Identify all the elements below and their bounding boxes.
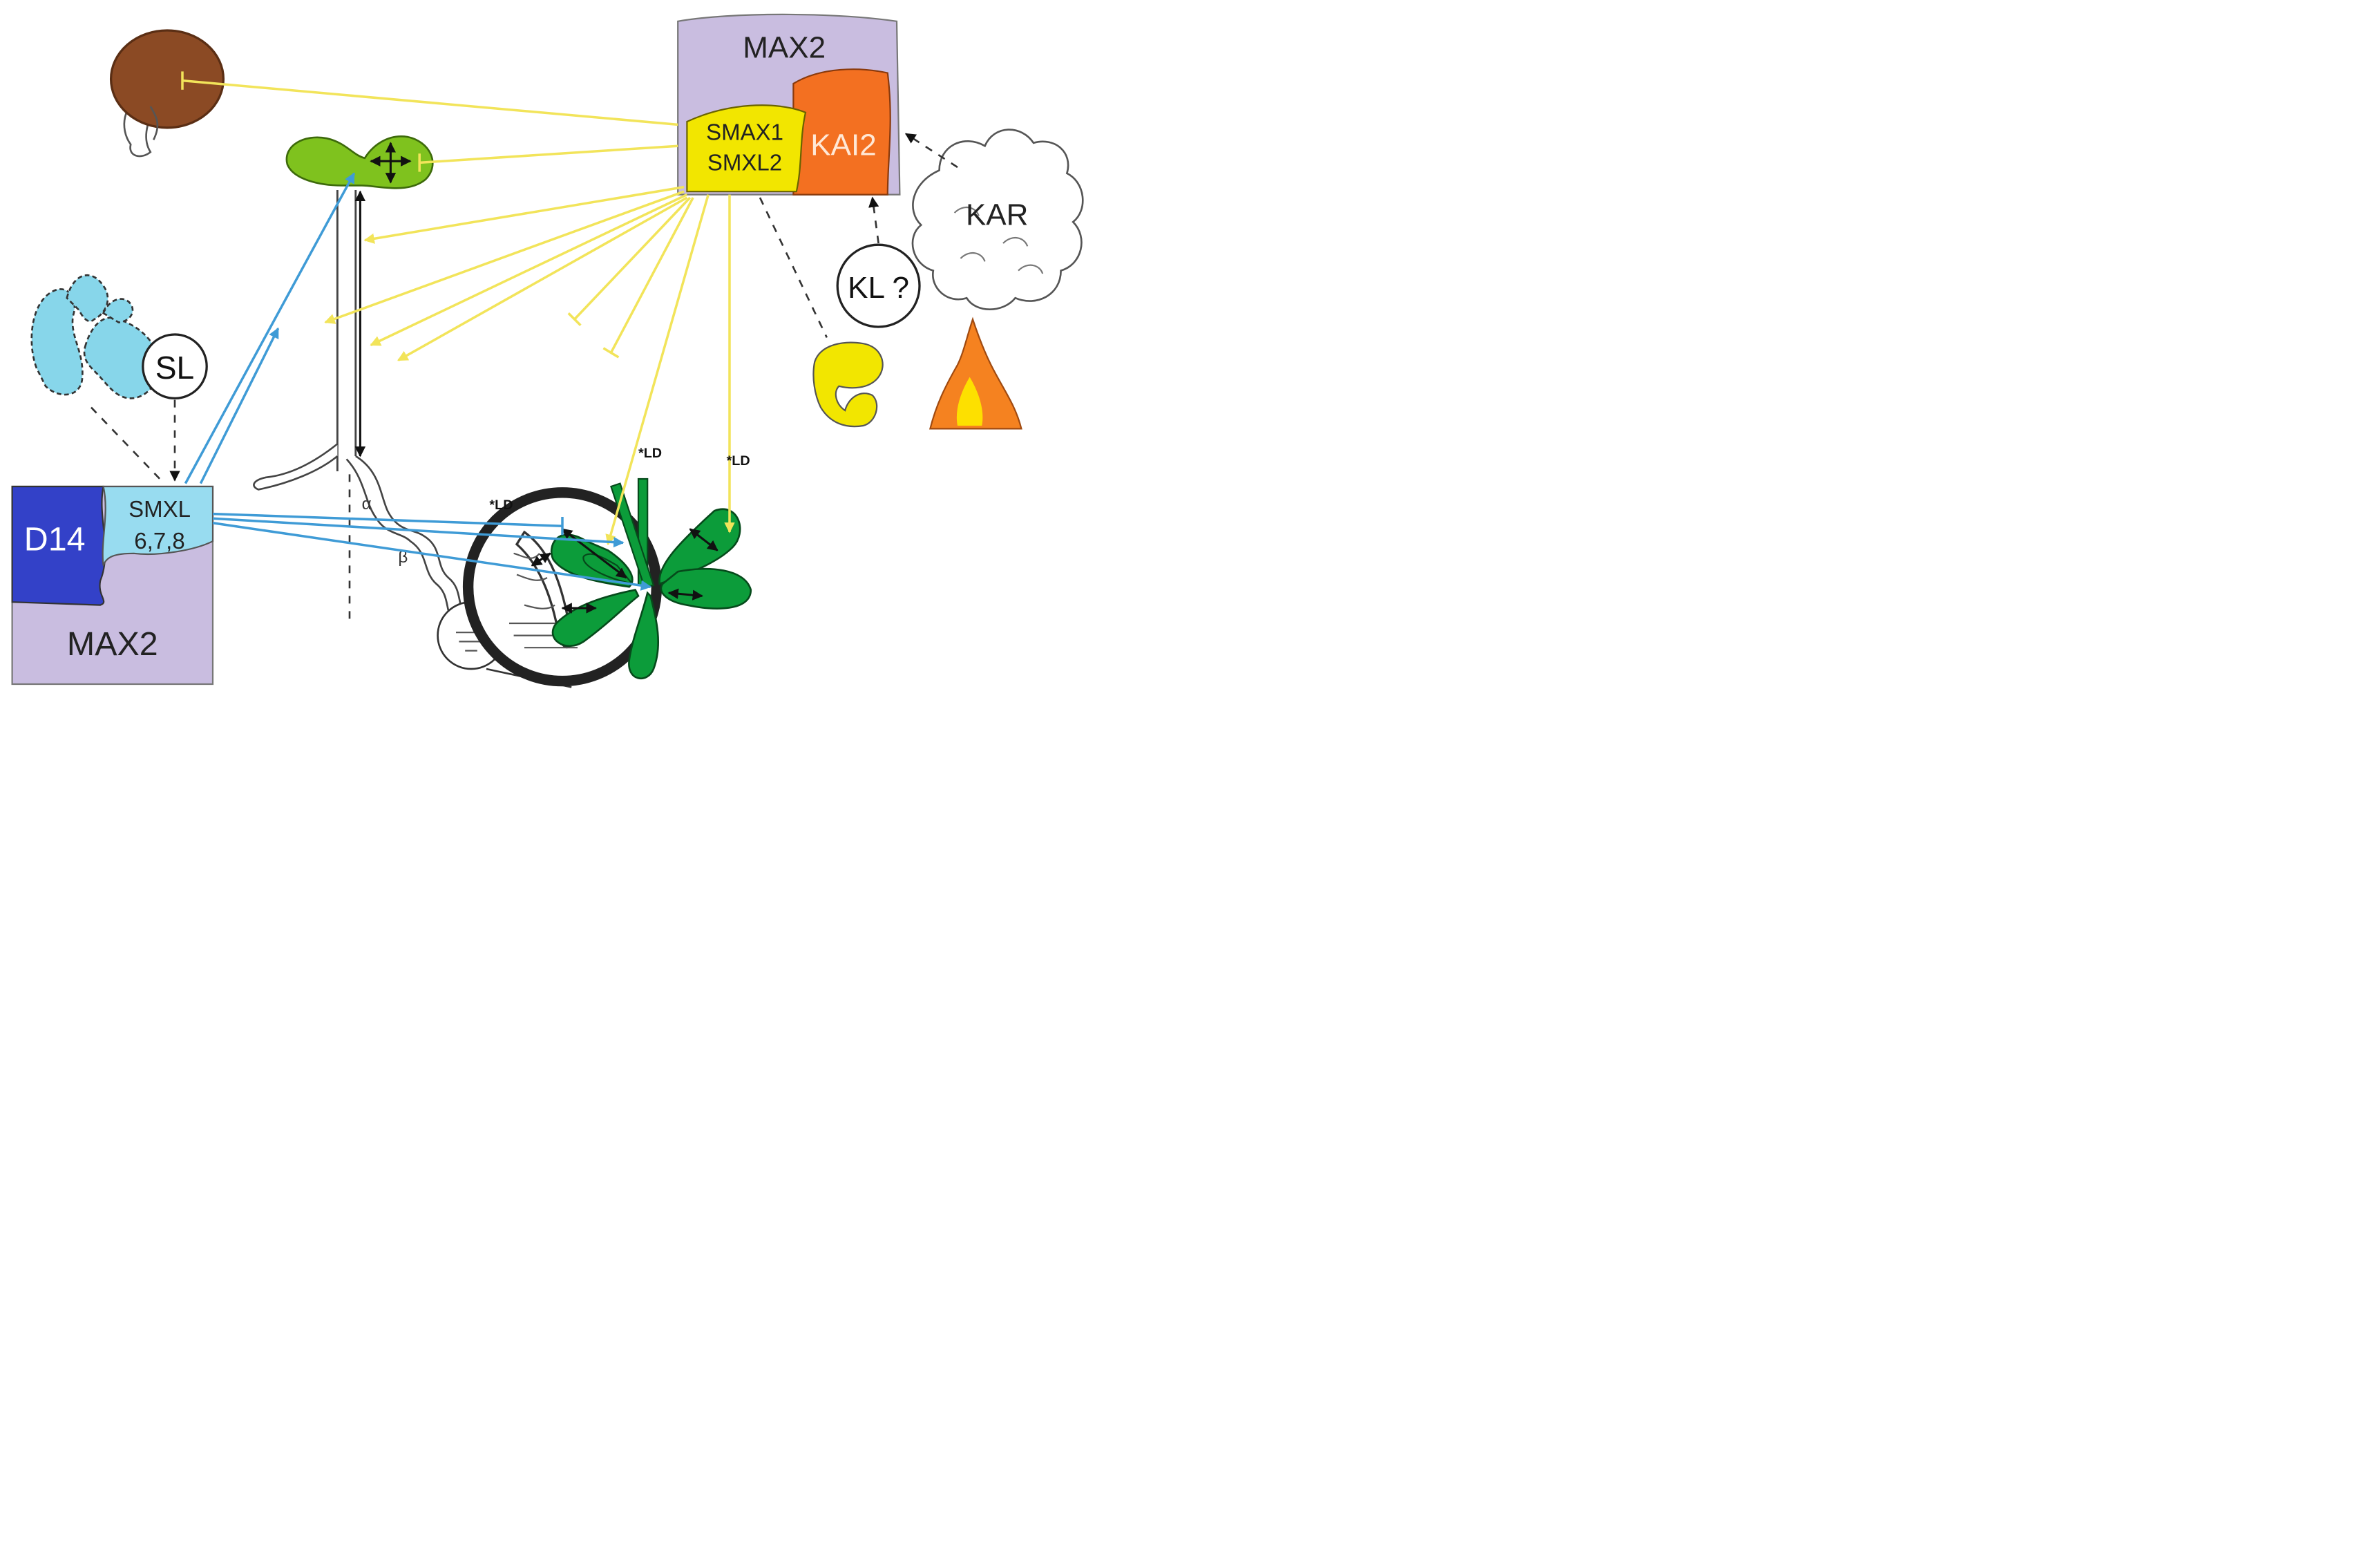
leaf-right-lower	[660, 567, 752, 609]
max2-sl-label: MAX2	[67, 625, 158, 663]
kar-label: KAR	[966, 198, 1028, 232]
ld-label-left: *LD	[489, 498, 513, 513]
ld-label-top: *LD	[638, 446, 662, 461]
dimension-arrows	[354, 142, 718, 614]
ld-label-right: *LD	[727, 453, 750, 469]
am-fungi-icon	[30, 274, 160, 399]
karrikin-signal-arrows	[181, 71, 735, 546]
smxl2-label: SMXL2	[707, 149, 782, 175]
fire-icon	[929, 316, 1022, 430]
leaf-bottom	[628, 591, 660, 680]
kl-ligand: KL ?	[836, 243, 921, 328]
leaf-left-lower	[551, 589, 640, 647]
sl-label: SL	[155, 350, 195, 386]
smax1-block	[686, 104, 807, 193]
dashed-connectors	[91, 133, 958, 484]
kai2-label: KAI2	[810, 128, 876, 162]
seedling-icon: α β	[253, 135, 663, 688]
sl-ligand: SL	[142, 333, 208, 400]
kar-receptor-complex: MAX2 SMAX1 SMXL2 KAI2	[677, 13, 901, 196]
smxl678-block	[102, 485, 214, 566]
smxl-numbers-label: 6,7,8	[134, 528, 184, 554]
kl-source-icon	[812, 341, 884, 428]
d14-block	[11, 485, 106, 606]
smoke-cloud-icon: KAR	[911, 129, 1084, 311]
smxl-label: SMXL	[128, 496, 191, 522]
max2-kar-label: MAX2	[743, 31, 826, 65]
sl-receptor-complex: D14 SMXL 6,7,8 MAX2	[11, 485, 214, 686]
seed-icon	[109, 29, 225, 158]
smax1-label: SMAX1	[706, 119, 783, 144]
beta-label: β	[398, 548, 408, 567]
alpha-label: α	[362, 495, 372, 513]
kl-label: KL ?	[848, 271, 909, 305]
kai2-block	[792, 68, 891, 196]
d14-label: D14	[24, 520, 86, 558]
strigolactone-signal-arrows	[184, 172, 652, 591]
cotyledon-left	[285, 135, 434, 189]
